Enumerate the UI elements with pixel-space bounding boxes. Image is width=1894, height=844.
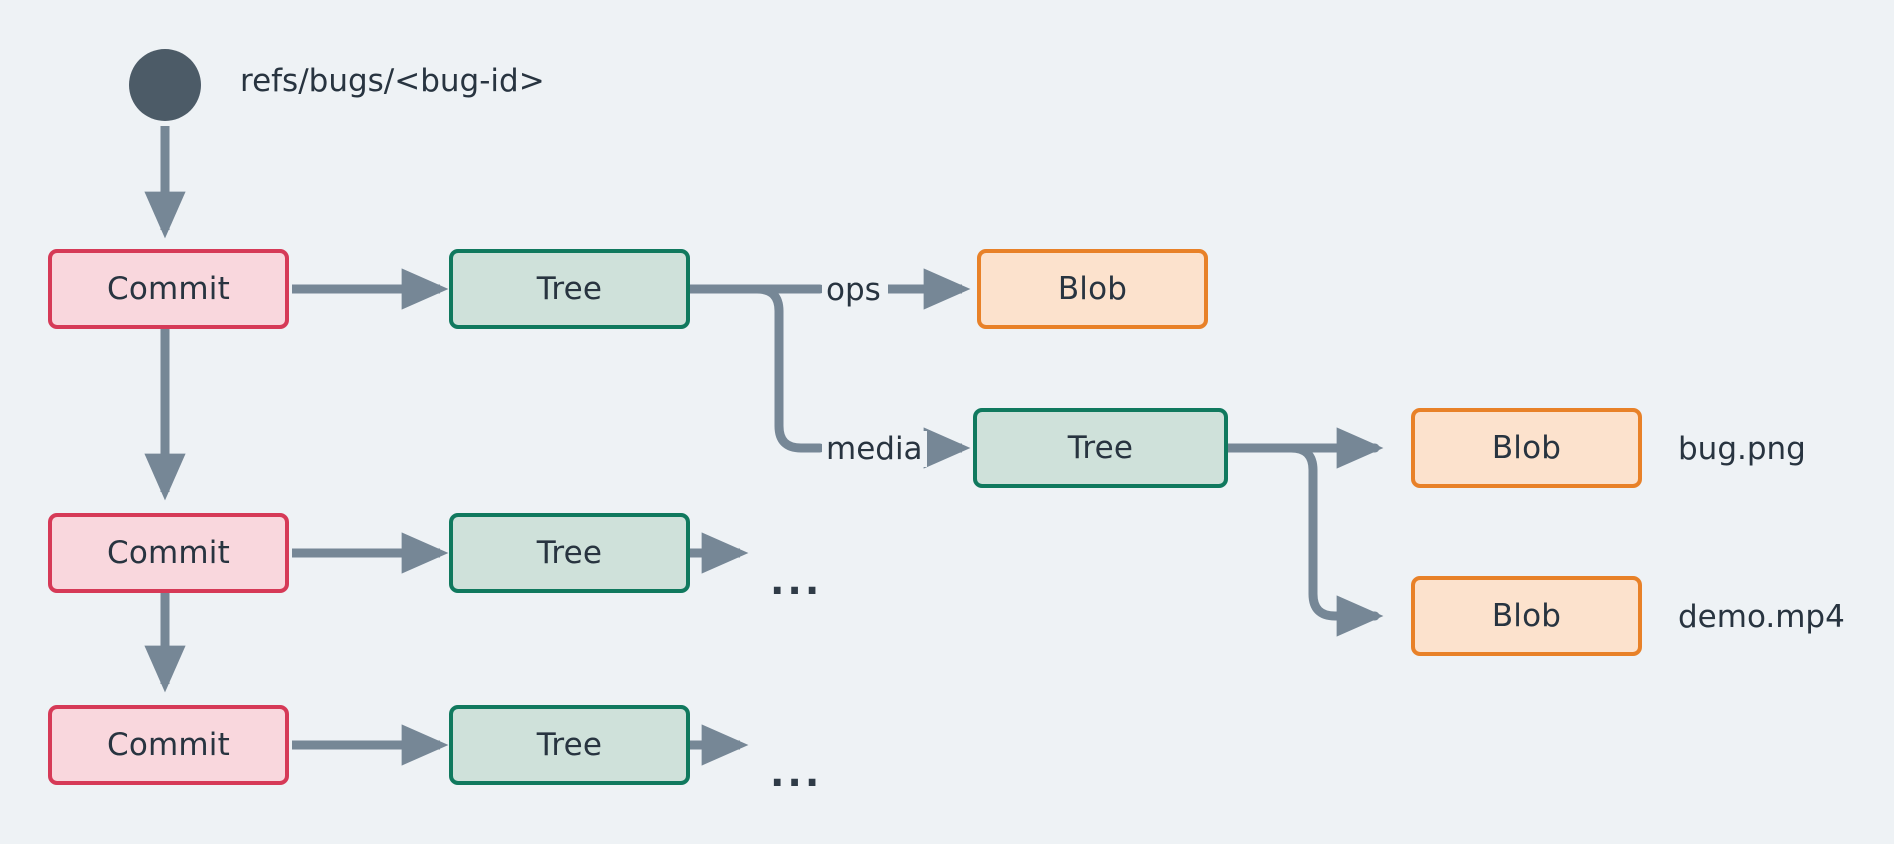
edge-treemedia-to-demomp4 (1222, 443, 1384, 637)
node-label: Tree (536, 535, 603, 571)
node-label: Tree (536, 271, 603, 307)
node-label: Commit (107, 535, 230, 571)
node-tree-media[interactable]: Tree (973, 408, 1228, 488)
node-commit-2[interactable]: Commit (48, 513, 289, 593)
edge-label-ops: ops (822, 272, 885, 308)
node-tree-2[interactable]: Tree (449, 513, 690, 593)
ellipsis-row-3: ... (770, 751, 823, 795)
node-label: Blob (1491, 598, 1562, 634)
edge-tree1-to-media (684, 284, 825, 453)
node-blob-ops[interactable]: Blob (977, 249, 1208, 329)
node-label: Blob (1057, 271, 1128, 307)
node-commit-3[interactable]: Commit (48, 705, 289, 785)
node-label: Blob (1491, 430, 1562, 466)
ellipsis-row-2: ... (770, 559, 823, 603)
node-tree-1[interactable]: Tree (449, 249, 690, 329)
file-label-bug-png: bug.png (1678, 431, 1806, 467)
node-label: Tree (1067, 430, 1134, 466)
file-label-demo-mp4: demo.mp4 (1678, 599, 1845, 635)
node-blob-bug-png[interactable]: Blob (1411, 408, 1642, 488)
node-commit-1[interactable]: Commit (48, 249, 289, 329)
node-tree-3[interactable]: Tree (449, 705, 690, 785)
edge-label-media: media (822, 431, 927, 467)
node-label: Commit (107, 727, 230, 763)
ref-name-label: refs/bugs/<bug-id> (240, 63, 545, 99)
ref-pointer-dot[interactable] (129, 49, 201, 121)
node-blob-demo-mp4[interactable]: Blob (1411, 576, 1642, 656)
node-label: Tree (536, 727, 603, 763)
node-label: Commit (107, 271, 230, 307)
